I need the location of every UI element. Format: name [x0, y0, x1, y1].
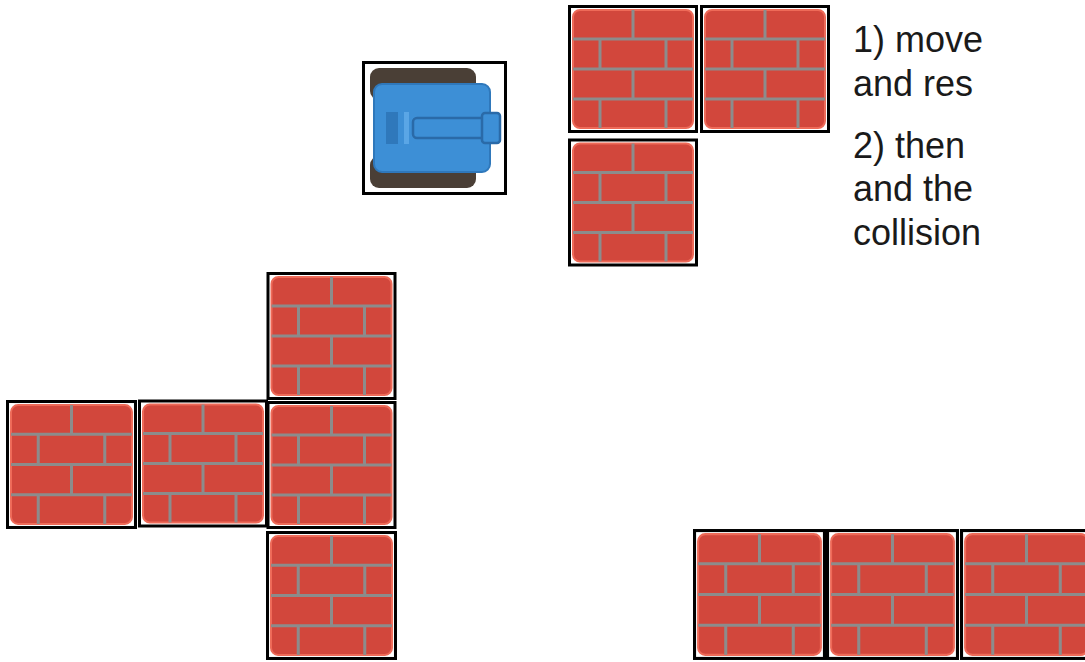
brick-tile	[8, 402, 136, 528]
brick-tile	[268, 403, 395, 528]
brick-tile	[570, 140, 697, 265]
brick-tile	[268, 274, 395, 399]
brick-tile	[702, 7, 829, 132]
instruction-text: collision	[853, 213, 981, 253]
instruction-text: and res	[853, 64, 973, 104]
brick-tile	[268, 533, 396, 659]
instruction-text: 1) move	[853, 20, 983, 60]
instruction-text: and the	[853, 169, 973, 209]
tank-sprite	[364, 63, 506, 194]
brick-tile	[570, 7, 697, 132]
brick-tile	[140, 401, 267, 526]
brick-tile	[828, 531, 958, 659]
brick-tile	[695, 531, 825, 659]
instruction-text: 2) then	[853, 126, 965, 166]
brick-tile	[962, 531, 1085, 659]
